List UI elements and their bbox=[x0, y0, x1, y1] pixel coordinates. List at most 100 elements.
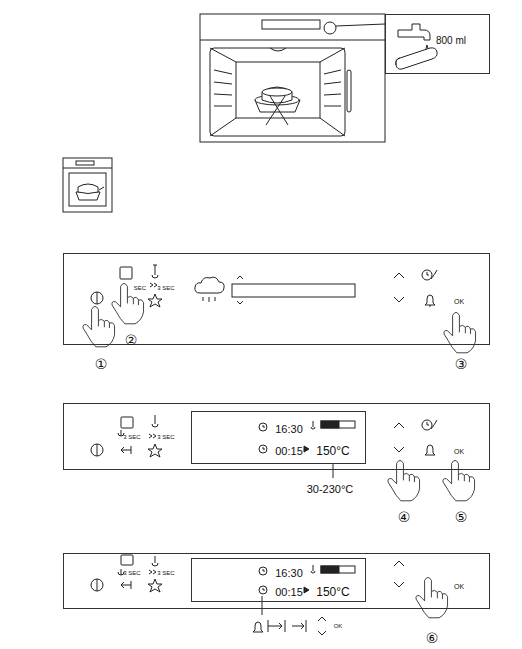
panel-symbols bbox=[304, 587, 309, 593]
oven-drawing bbox=[270, 48, 286, 51]
oven-drawing bbox=[200, 14, 385, 142]
display-value: 150°C bbox=[316, 445, 350, 457]
oven-drawing bbox=[210, 48, 345, 136]
control-panel: 3 SEC 3 SEC OK 16:3000:15150°C bbox=[63, 553, 490, 609]
button-label: SEC bbox=[134, 285, 146, 291]
button-label: 3 SEC bbox=[123, 434, 140, 440]
button-label: 3 SEC bbox=[157, 434, 174, 440]
pointing-hand bbox=[444, 312, 476, 352]
panel-symbols bbox=[152, 415, 158, 427]
oven-drawing bbox=[320, 48, 345, 62]
panel-symbols bbox=[91, 555, 404, 635]
panel-symbols bbox=[427, 270, 437, 279]
panel-symbols bbox=[304, 446, 309, 452]
oven-function-icon bbox=[63, 158, 112, 212]
panel-symbols bbox=[150, 283, 157, 287]
callout-number: ② bbox=[125, 333, 138, 347]
range-label: 30-230°C bbox=[307, 484, 354, 495]
pointing-hand bbox=[416, 577, 448, 617]
button-label: 3 SEC bbox=[157, 285, 174, 291]
control-panel: 3 SEC 3 SEC OK 16:3000:15150°C bbox=[63, 403, 490, 470]
button-label: 3 SEC bbox=[157, 570, 174, 576]
oven-drawing bbox=[336, 24, 385, 26]
oven-drawing bbox=[262, 88, 292, 96]
panel-symbols bbox=[97, 292, 98, 304]
panel-symbols bbox=[394, 423, 404, 452]
panel-symbols bbox=[259, 586, 267, 594]
oven-drawing bbox=[324, 22, 336, 34]
panel-symbols bbox=[121, 581, 131, 589]
oven-drawing bbox=[210, 118, 236, 136]
oven-function-icon bbox=[76, 161, 94, 165]
panel-symbols bbox=[195, 277, 224, 293]
panel-symbols bbox=[394, 273, 404, 302]
panel-symbols bbox=[262, 596, 263, 615]
panel-symbols bbox=[148, 294, 162, 307]
oven-function-icon bbox=[78, 184, 98, 194]
panel-symbols bbox=[259, 423, 267, 431]
panel-symbols bbox=[149, 434, 156, 438]
control-panel: SEC 3 SEC OK bbox=[63, 253, 490, 345]
callout-number: ④ bbox=[398, 510, 411, 524]
panel-symbols bbox=[237, 276, 243, 304]
panel-symbols bbox=[91, 415, 437, 478]
display-value: 16:30 bbox=[275, 568, 303, 579]
button-label: OK bbox=[454, 583, 464, 590]
button-label: OK bbox=[454, 298, 464, 305]
panel-symbols bbox=[148, 444, 162, 457]
pointing-hand bbox=[83, 283, 476, 617]
oven-function-icon bbox=[69, 173, 106, 206]
oven-drawing bbox=[214, 70, 341, 106]
display: 16:3000:15150°C bbox=[191, 558, 366, 602]
button-label: OK bbox=[334, 623, 343, 629]
panel-symbols bbox=[263, 569, 265, 571]
panel-symbols bbox=[394, 561, 404, 587]
panel-symbols bbox=[152, 556, 158, 566]
panel-symbols bbox=[97, 579, 98, 591]
panel-symbols bbox=[333, 464, 334, 478]
button-label: OK bbox=[454, 448, 464, 455]
panel-symbols bbox=[120, 267, 132, 279]
water-tank-icon bbox=[396, 48, 437, 69]
oven-drawing bbox=[200, 40, 385, 41]
pointing-hand bbox=[443, 460, 475, 500]
button-label: 3 SEC bbox=[123, 570, 140, 576]
water-tank-icon bbox=[398, 24, 430, 40]
oven-drawing bbox=[210, 48, 236, 62]
panel-symbols bbox=[427, 420, 437, 429]
panel-symbols bbox=[292, 620, 306, 632]
oven-drawing bbox=[262, 20, 320, 29]
panel-symbols bbox=[263, 447, 265, 449]
water-tank-icon bbox=[396, 24, 437, 69]
panel-symbols bbox=[263, 588, 265, 590]
panel-symbols bbox=[259, 445, 267, 453]
panel-symbols bbox=[259, 567, 267, 575]
panel-symbols bbox=[263, 425, 265, 427]
panel-symbols bbox=[152, 265, 158, 278]
panel-symbols bbox=[321, 421, 339, 428]
panel-symbols bbox=[91, 292, 103, 304]
oven-function-icon bbox=[99, 187, 104, 190]
callout-number: ⑤ bbox=[455, 510, 468, 524]
capacity-label: 800 ml bbox=[436, 36, 466, 46]
display-value: 150°C bbox=[316, 586, 350, 598]
panel-symbols bbox=[321, 566, 355, 573]
panel-symbols bbox=[232, 284, 355, 297]
panel-symbols bbox=[91, 444, 103, 456]
callout-number: ① bbox=[95, 357, 108, 371]
oven-drawing bbox=[320, 118, 345, 136]
panel-symbols bbox=[97, 444, 98, 456]
display: 16:3000:15150°C bbox=[191, 411, 366, 464]
panel-symbols bbox=[121, 417, 133, 428]
oven-function-icon bbox=[63, 168, 112, 169]
water-tank-icon bbox=[396, 58, 400, 65]
panel-symbols bbox=[321, 566, 339, 573]
oven-function-icon bbox=[63, 158, 112, 212]
panel-symbols bbox=[425, 445, 435, 455]
panel-symbols bbox=[118, 569, 124, 575]
panel-symbols bbox=[121, 555, 133, 565]
pointing-hand bbox=[388, 460, 420, 500]
oven-drawing bbox=[262, 87, 292, 103]
panel-symbols bbox=[425, 295, 435, 306]
